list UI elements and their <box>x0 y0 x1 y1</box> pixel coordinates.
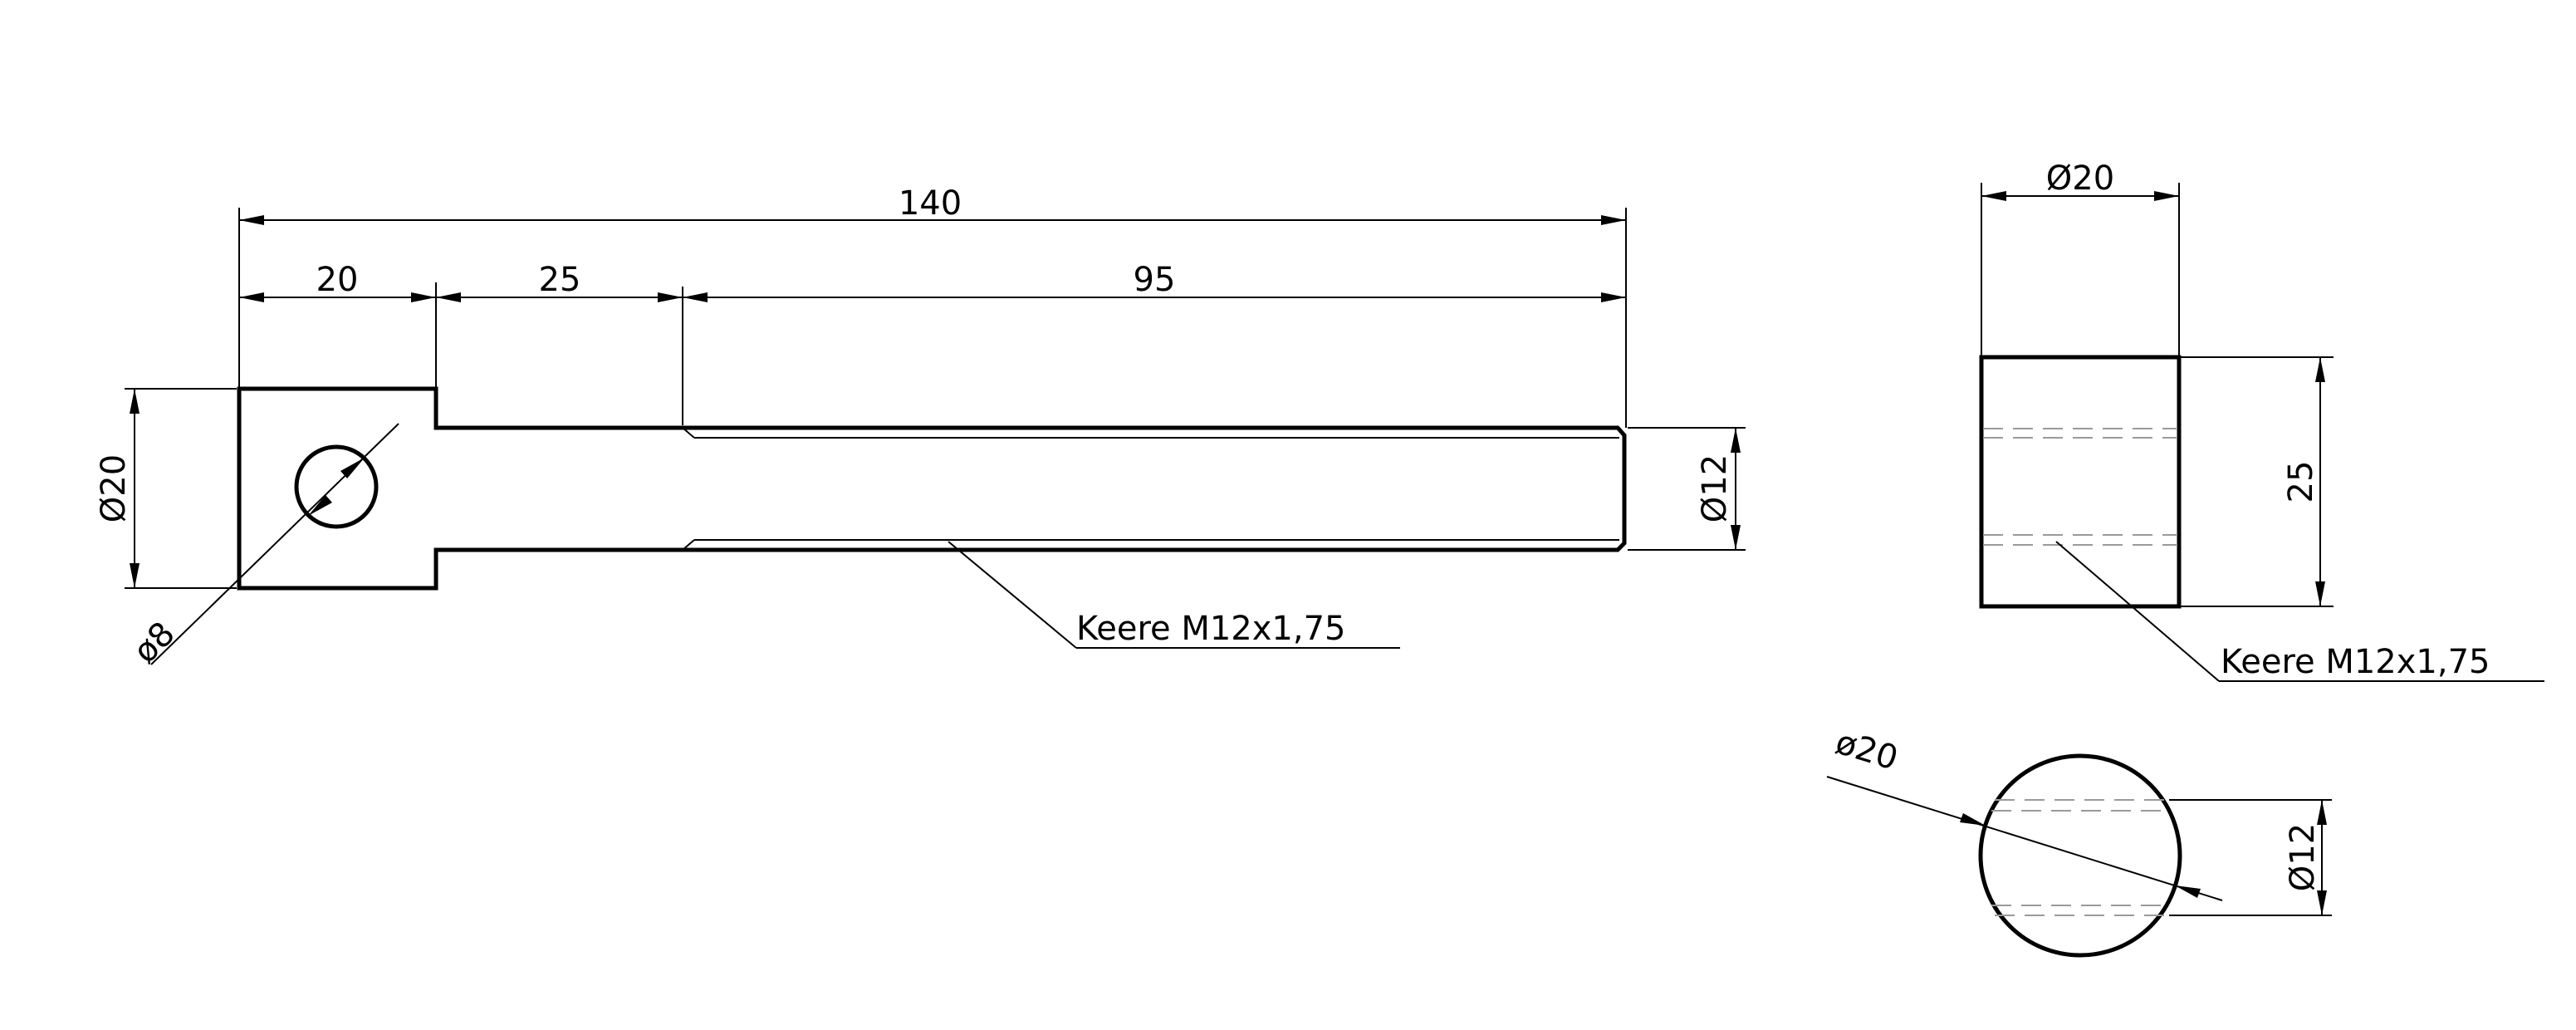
head-length-label: 20 <box>316 261 359 299</box>
dimension-end-diameter: ø20 <box>1826 723 2223 901</box>
thread-diameter-label: Ø12 <box>1696 454 1734 522</box>
dimension-head-diameter: Ø20 <box>95 388 237 589</box>
dimension-end-thread-diameter: Ø12 <box>2169 799 2332 916</box>
end-diameter-label: ø20 <box>1831 723 1903 778</box>
dimension-side-height: 25 <box>2181 356 2334 607</box>
dimension-hole-diameter: ø8 <box>126 423 399 671</box>
thread-major-line-top <box>682 427 695 439</box>
neck-length-label: 25 <box>539 261 581 299</box>
overall-length-label: 140 <box>899 184 962 223</box>
thread-major-line-bottom <box>682 539 695 551</box>
dimension-chain: 20 25 95 <box>239 261 1626 425</box>
thread-note-front: Keere M12x1,75 <box>948 541 1400 649</box>
thread-note-front-label: Keere M12x1,75 <box>1076 610 1346 648</box>
side-view <box>1979 355 2182 609</box>
dimension-thread-diameter: Ø12 <box>1628 427 1746 551</box>
dimension-overall-length: 140 <box>238 184 1627 428</box>
side-view-outline <box>1979 355 2182 609</box>
end-view <box>1978 753 2182 958</box>
hole-diameter-label: ø8 <box>126 615 183 671</box>
end-thread-diameter-label: Ø12 <box>2284 823 2322 891</box>
end-view-outline <box>1978 753 2182 958</box>
side-diameter-label: Ø20 <box>2046 159 2114 198</box>
thread-length-label: 95 <box>1134 261 1176 299</box>
front-view-outline <box>237 386 1627 591</box>
side-height-label: 25 <box>2282 461 2320 503</box>
thread-note-side-label: Keere M12x1,75 <box>2221 643 2490 681</box>
thread-note-side: Keere M12x1,75 <box>2055 541 2544 682</box>
dimension-side-diameter: Ø20 <box>1981 159 2180 356</box>
front-view <box>237 386 1627 591</box>
head-diameter-label: Ø20 <box>95 454 133 522</box>
cross-hole <box>294 444 379 529</box>
